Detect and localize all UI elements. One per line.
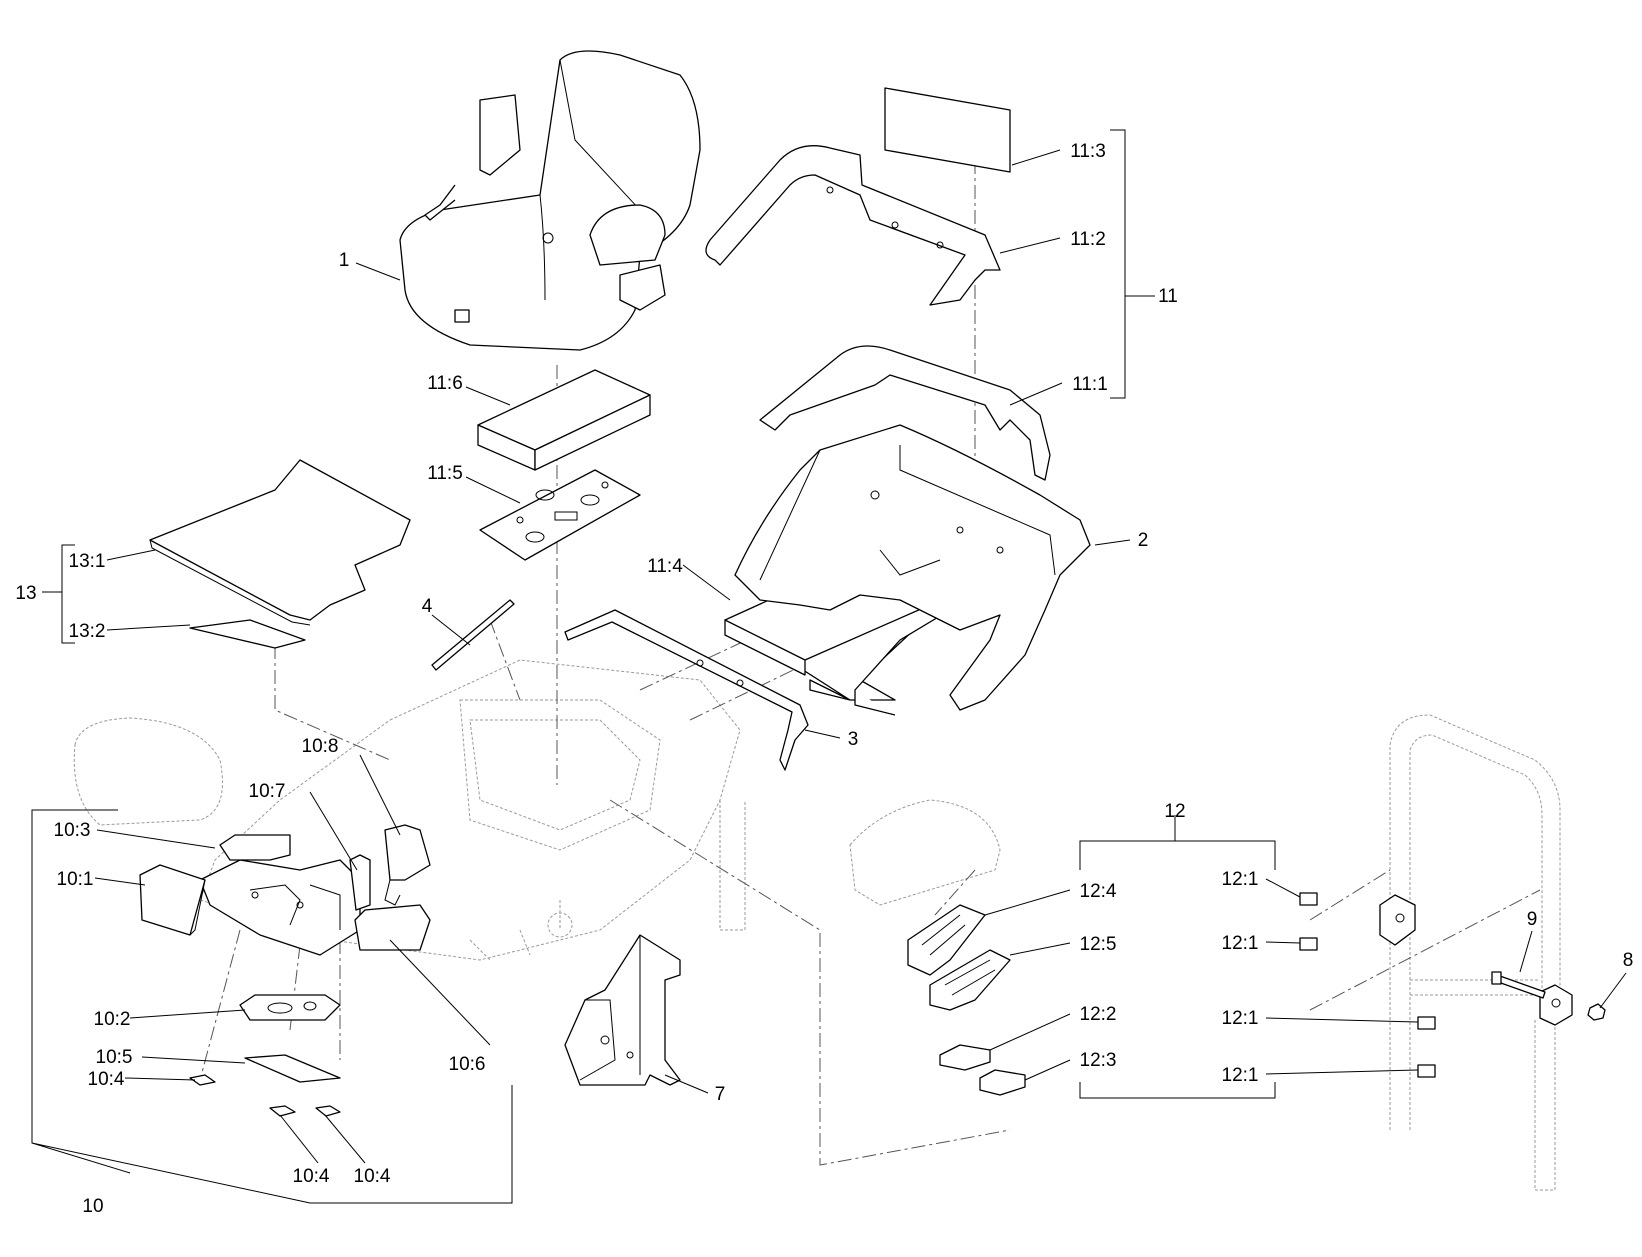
pad-10-7	[349, 854, 371, 911]
pad-12-3	[979, 1069, 1026, 1096]
bumper-12-1-b	[1299, 937, 1318, 951]
callout-10-5: 10:5	[96, 1047, 133, 1068]
plate-10-2	[239, 994, 341, 1021]
bumper-12-1-d	[1417, 1064, 1436, 1078]
seat-pan-part	[734, 424, 1091, 711]
callout-11-6: 11:6	[427, 373, 463, 394]
back-pad-11-3	[884, 87, 1011, 173]
bracket-12	[1079, 815, 1276, 1099]
callout-1: 1	[339, 250, 350, 271]
callout-10-1: 10:1	[57, 869, 94, 890]
pad-10-1	[139, 864, 206, 936]
shim-10-4-b	[269, 1105, 296, 1117]
callout-12-1-c: 12:1	[1222, 1008, 1259, 1029]
bracket-part	[564, 934, 681, 1086]
callout-11: 11	[1158, 286, 1178, 307]
callout-13-1: 13:1	[69, 551, 106, 572]
callout-11-2: 11:2	[1070, 229, 1106, 250]
callout-4: 4	[422, 596, 433, 617]
callout-11-4: 11:4	[647, 556, 683, 577]
callout-12-3: 12:3	[1080, 1050, 1117, 1071]
callout-12-2: 12:2	[1080, 1004, 1117, 1025]
callout-10-7: 10:7	[249, 781, 286, 802]
callout-12: 12	[1164, 801, 1185, 822]
shim-10-4-a	[189, 1074, 216, 1086]
pad-10-6	[354, 879, 431, 951]
callout-13: 13	[15, 583, 36, 604]
seat-plate-11-5	[479, 469, 641, 561]
callout-7: 7	[715, 1084, 726, 1105]
strap-part	[564, 609, 809, 771]
callout-12-1-a: 12:1	[1222, 869, 1259, 890]
callout-3: 3	[848, 729, 859, 750]
callout-12-5: 12:5	[1080, 934, 1117, 955]
floor-mat-13-2	[189, 619, 306, 649]
bumper-12-1-c	[1417, 1016, 1436, 1030]
callout-11-3: 11:3	[1070, 141, 1106, 162]
callout-8: 8	[1623, 950, 1634, 971]
callout-11-5: 11:5	[427, 463, 463, 484]
callout-10-4-a: 10:4	[88, 1069, 125, 1090]
callout-10-2: 10:2	[94, 1009, 131, 1030]
callout-10-8: 10:8	[302, 736, 339, 757]
seat-pad-11-6	[477, 369, 651, 471]
rops-rollbar-ghost	[1389, 714, 1561, 1191]
callout-10-4-b: 10:4	[293, 1166, 330, 1187]
latch-right	[1539, 984, 1573, 1026]
callout-10-6: 10:6	[449, 1054, 486, 1075]
hydro-assembly-10	[199, 859, 361, 956]
callout-10: 10	[82, 1196, 103, 1217]
leader-lines	[94, 149, 1627, 1164]
bolt-9	[1491, 971, 1546, 999]
bracket-11	[1110, 129, 1155, 399]
control-console-ghost	[849, 799, 1001, 906]
callout-10-4-c: 10:4	[354, 1166, 391, 1187]
callout-13-2: 13:2	[69, 621, 106, 642]
callout-9: 9	[1527, 909, 1538, 930]
callout-2: 2	[1138, 530, 1149, 551]
callout-12-1-d: 12:1	[1222, 1065, 1259, 1086]
nut-8	[1587, 1003, 1606, 1021]
bracket-13	[42, 544, 75, 644]
fuel-tank-ghost	[73, 717, 223, 826]
seat-wrap-11-1	[759, 345, 1051, 481]
pad-12-2	[939, 1044, 991, 1071]
callout-11-1: 11:1	[1072, 374, 1108, 395]
plate-10-5	[244, 1054, 341, 1083]
armrest-bracket-11-2	[705, 145, 1001, 306]
strip-part	[431, 599, 515, 671]
shim-10-4-c	[315, 1105, 341, 1117]
pad-12-4	[907, 904, 986, 976]
bumper-12-1-a	[1299, 892, 1318, 906]
pad-10-3	[219, 834, 291, 861]
callout-12-4: 12:4	[1080, 881, 1117, 902]
latch-left	[1379, 894, 1416, 946]
bracket-10	[31, 809, 513, 1204]
pad-12-5	[929, 949, 1011, 1011]
seat-part	[399, 50, 701, 351]
floor-mat-13-1	[149, 459, 411, 626]
callout-10-3: 10:3	[54, 820, 91, 841]
callout-12-1-b: 12:1	[1222, 933, 1259, 954]
